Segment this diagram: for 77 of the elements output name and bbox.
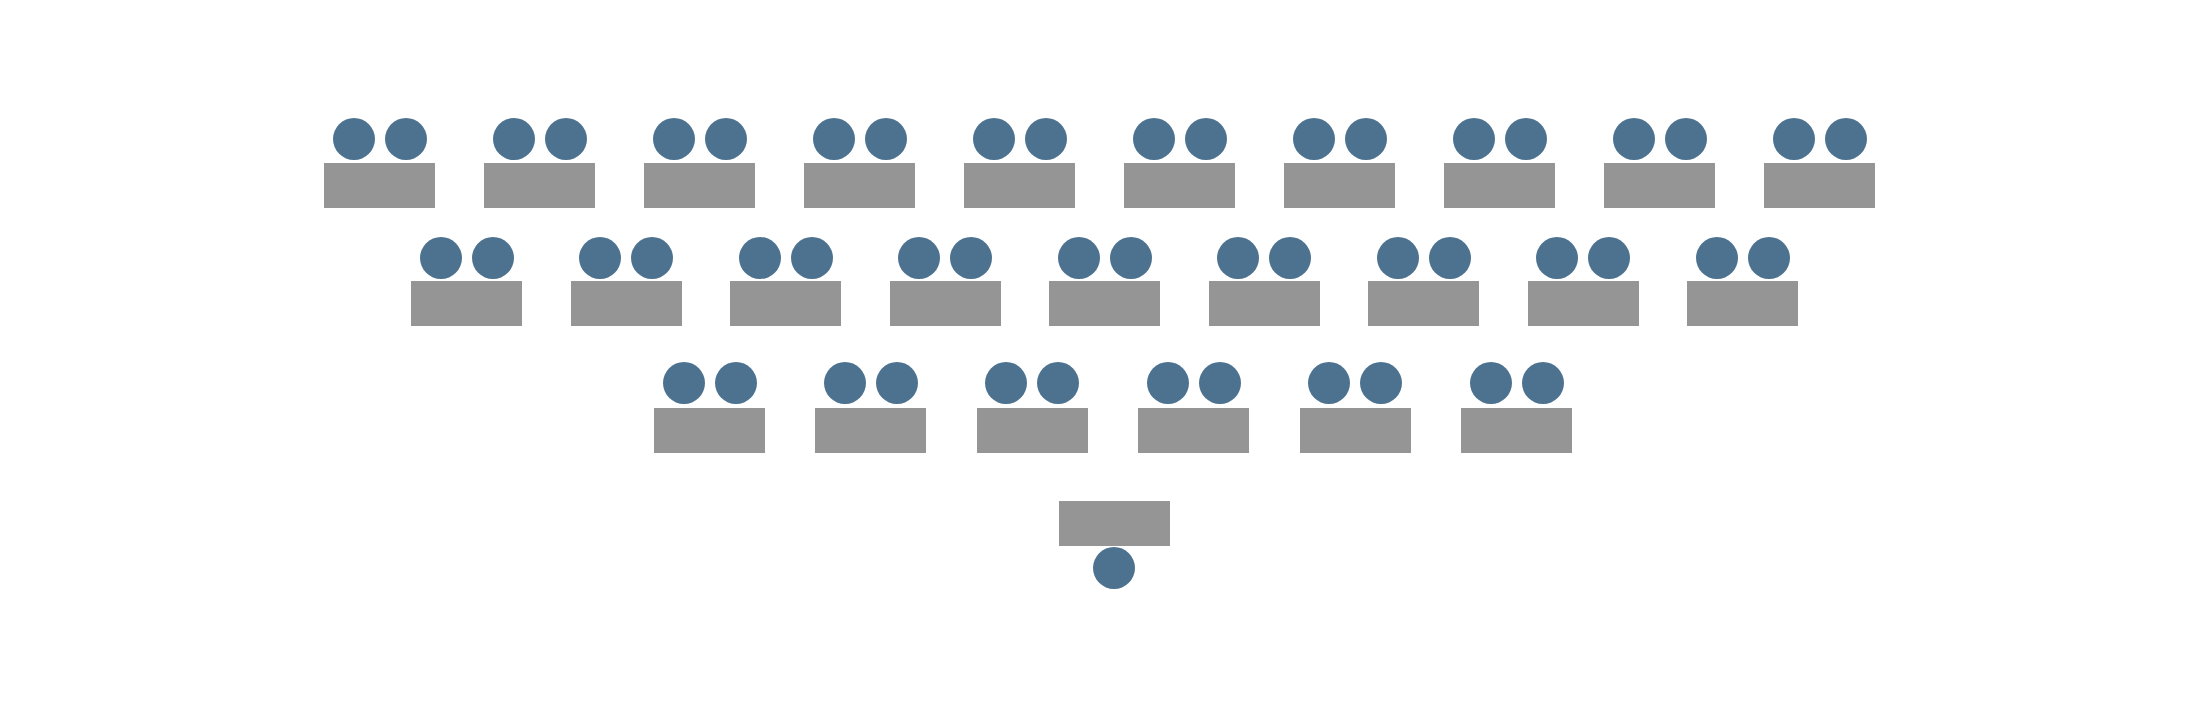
- person-marker: [1747, 237, 1790, 279]
- desk: [1138, 408, 1250, 453]
- person-marker: [1146, 362, 1189, 404]
- desk: [324, 163, 435, 208]
- person-marker: [1469, 362, 1512, 404]
- person-marker: [1217, 237, 1259, 279]
- person-marker: [631, 237, 673, 279]
- person-marker: [812, 118, 855, 160]
- person-marker: [1536, 237, 1578, 279]
- person-marker: [972, 118, 1015, 160]
- desk: [411, 281, 522, 326]
- person-marker: [1198, 362, 1241, 404]
- desk: [654, 408, 765, 453]
- desk: [644, 163, 755, 208]
- person-marker: [738, 237, 781, 279]
- person-marker: [875, 362, 918, 404]
- person-marker: [652, 118, 695, 160]
- desk: [1444, 163, 1555, 208]
- person-marker: [1664, 118, 1707, 160]
- desk: [1059, 501, 1170, 546]
- desk: [1284, 163, 1395, 208]
- person-marker: [1452, 118, 1495, 160]
- person-marker: [1521, 362, 1564, 404]
- desk: [1049, 281, 1160, 326]
- person-marker: [1109, 237, 1152, 279]
- desk: [484, 163, 595, 208]
- person-marker: [1612, 118, 1655, 160]
- desk: [1368, 281, 1479, 326]
- desk: [1764, 163, 1875, 208]
- person-marker: [579, 237, 621, 279]
- desk: [1687, 281, 1798, 326]
- person-marker: [1132, 118, 1175, 160]
- person-marker: [332, 118, 375, 160]
- desk: [889, 281, 1001, 326]
- person-marker: [1428, 237, 1471, 279]
- person-marker: [419, 237, 462, 279]
- person-marker: [1308, 362, 1351, 404]
- desk: [804, 163, 915, 208]
- person-marker: [1292, 118, 1335, 160]
- person-marker: [471, 237, 514, 279]
- person-marker: [864, 118, 907, 160]
- person-marker: [1057, 237, 1100, 279]
- person-marker: [1504, 118, 1547, 160]
- person-marker: [1184, 118, 1227, 160]
- person-marker: [544, 118, 587, 160]
- desk: [1527, 281, 1639, 326]
- person-marker: [985, 362, 1028, 404]
- desk: [1461, 408, 1572, 453]
- desk: [976, 408, 1088, 453]
- desk: [570, 281, 682, 326]
- person-marker: [950, 237, 992, 279]
- desk: [815, 408, 927, 453]
- person-marker: [1695, 237, 1738, 279]
- desk: [730, 281, 841, 326]
- person-marker: [1093, 547, 1135, 589]
- desk: [1124, 163, 1235, 208]
- person-marker: [1360, 362, 1403, 404]
- desk: [1604, 163, 1715, 208]
- desk: [1208, 281, 1320, 326]
- person-marker: [1588, 237, 1630, 279]
- desk: [1299, 408, 1411, 453]
- person-marker: [1376, 237, 1419, 279]
- person-marker: [1344, 118, 1387, 160]
- person-marker: [790, 237, 833, 279]
- person-marker: [1037, 362, 1080, 404]
- person-marker: [1772, 118, 1815, 160]
- person-marker: [898, 237, 940, 279]
- person-marker: [1824, 118, 1867, 160]
- person-marker: [384, 118, 427, 160]
- person-marker: [662, 362, 705, 404]
- desk: [964, 163, 1075, 208]
- person-marker: [823, 362, 866, 404]
- person-marker: [714, 362, 757, 404]
- person-marker: [492, 118, 535, 160]
- person-marker: [1024, 118, 1067, 160]
- person-marker: [704, 118, 747, 160]
- person-marker: [1269, 237, 1311, 279]
